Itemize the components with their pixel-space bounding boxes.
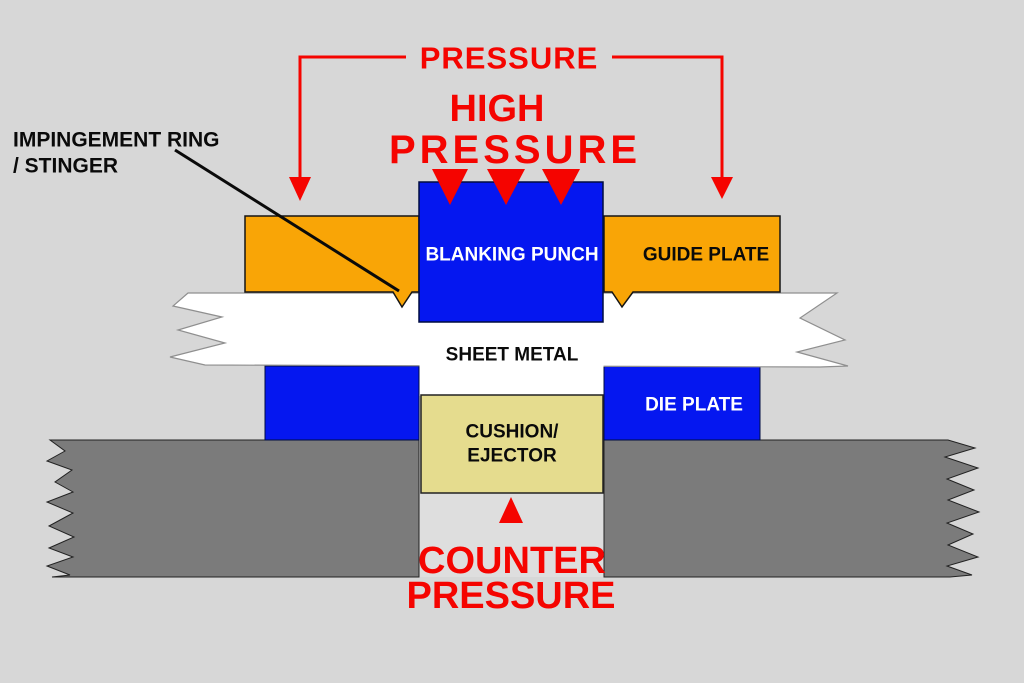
right-base-block [603,439,981,578]
impingement-ring-label-line2: / STINGER [13,154,119,178]
right-guide-plate-block [603,215,781,309]
cushion-ejector-label-line1: CUSHION/ [465,421,559,443]
sheet-metal-label: SHEET METAL [445,344,579,366]
high-pressure-arrow-2 [487,169,525,205]
right-die-plate-block [603,365,761,441]
pressure-bracket-right-line [612,55,724,178]
cushion-ejector-block [420,394,604,494]
left-base-block [45,439,420,578]
impingement-leader-line [174,148,400,293]
pressure-bracket-left-arrowhead [289,177,311,201]
high-pressure-arrow-1 [432,169,468,205]
blanking-punch-block [418,181,604,323]
guide-plate-label: GUIDE PLATE [642,244,770,266]
die-plate-label: DIE PLATE [645,394,743,416]
counter-pressure-label-line2: PRESSURE [406,575,616,617]
pressure-bracket-right-arrowhead [711,177,733,199]
high-pressure-label-line2: PRESSURE [388,128,642,172]
pressure-label: PRESSURE [419,40,599,76]
blanking-punch-label: BLANKING PUNCH [425,244,599,266]
pressure-bracket-left-line [298,55,406,178]
counter-pressure-label-line1: COUNTER [418,540,606,582]
counter-pressure-arrow [499,497,523,523]
impingement-ring-label-line1: IMPINGEMENT RING [13,128,220,152]
cushion-ejector-label-line2: EJECTOR [467,445,557,467]
high-pressure-arrow-3 [542,169,580,205]
left-die-plate-block [264,365,420,441]
high-pressure-label-line1: HIGH [449,88,545,130]
